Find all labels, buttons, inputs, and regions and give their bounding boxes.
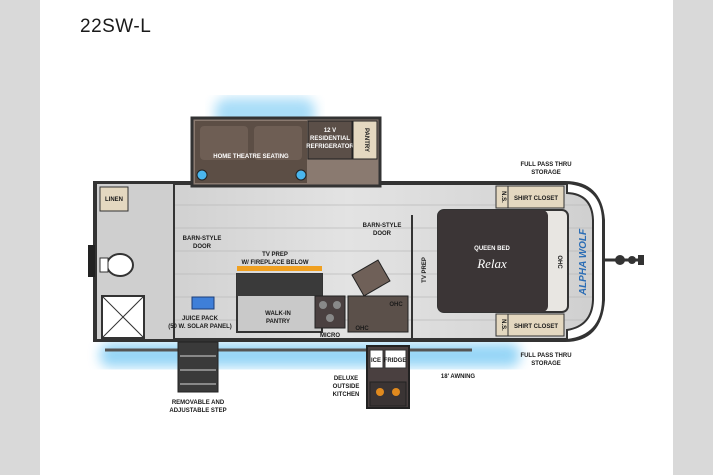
micro-label: MICRO (320, 333, 340, 339)
relax-logo: Relax (476, 256, 507, 271)
outside-burner-icon (392, 388, 400, 396)
barn-door-left-label-2: DOOR (193, 244, 212, 250)
fridge-label: FRIDGE (384, 358, 407, 364)
cupholder-icon (196, 169, 208, 181)
ohc-bed-label: OHC (556, 255, 562, 269)
ice-label: ICE (371, 358, 381, 364)
front-cap (566, 181, 604, 342)
kitchen-counter (347, 295, 409, 333)
recliner-right (254, 126, 302, 160)
burner-icon (326, 314, 334, 322)
ohc-kitchen-bottom: OHC (355, 326, 369, 332)
outside-kitchen-label-1: DELUXE (334, 376, 358, 382)
underglow-light (100, 343, 520, 367)
barn-door-right-label-1: BARN-STYLE (363, 223, 402, 229)
solar-panel-icon (191, 296, 215, 310)
ns-top-box (495, 185, 509, 209)
cupholder-icon (295, 169, 307, 181)
sink-icon (351, 259, 391, 297)
outside-kitchen-label-3: KITCHEN (333, 392, 360, 398)
fridge-box (384, 349, 407, 369)
recliner-left (200, 126, 248, 160)
refrigerator-label-1: 12 V (324, 128, 336, 134)
bed-cover (438, 210, 548, 312)
juice-pack-label-2: (50 W. SOLAR PANEL) (168, 324, 232, 330)
tv-prep-label-2: W/ FIREPLACE BELOW (242, 260, 309, 266)
toilet-icon (106, 253, 134, 277)
step-label-1: REMOVABLE AND (172, 400, 225, 406)
ns-bottom-box (495, 313, 509, 337)
toilet-tank (99, 257, 109, 273)
pantry-label: PANTRY (363, 128, 369, 152)
tv-prep-bedroom-label: TV PREP (422, 257, 428, 283)
ice-box (369, 349, 384, 369)
pass-thru-bottom-label-2: STORAGE (531, 361, 561, 367)
hitch-jack-icon (615, 255, 625, 265)
shirt-closet-top-label: SHIRT CLOSET (514, 196, 558, 202)
tv-fireplace (237, 266, 322, 271)
outside-kitchen-label-2: OUTSIDE (333, 384, 360, 390)
juice-pack-label-1: JUICE PACK (182, 316, 219, 322)
model-title: 22SW-L (80, 16, 152, 37)
brand-logo: ALPHA WOLF (578, 228, 589, 296)
outside-burner-icon (376, 388, 384, 396)
pass-thru-top-label-2: STORAGE (531, 170, 561, 176)
hitch-coupler (638, 255, 644, 265)
rear-bumper (88, 245, 95, 277)
refrigerator-box (307, 120, 353, 160)
linen-label: LINEN (105, 197, 123, 203)
pass-thru-top-label-1: FULL PASS THRU (520, 162, 571, 168)
step-label-2: ADJUSTABLE STEP (169, 408, 226, 414)
ohc-kitchen-right: OHC (389, 302, 403, 308)
walk-in-pantry-label-2: PANTRY (266, 319, 290, 325)
stove-icon (314, 295, 346, 329)
tv-prep-label-1: TV PREP (262, 252, 288, 258)
refrigerator-label-2: RESIDENTIAL (310, 136, 350, 142)
burner-icon (333, 301, 341, 309)
pantry-shelving (237, 274, 322, 296)
shirt-closet-bottom-label: SHIRT CLOSET (514, 324, 558, 330)
floorplan-drawing: HOME THEATRE SEATING 12 V RESIDENTIAL RE… (88, 98, 644, 414)
linen-closet (99, 186, 129, 212)
barn-door-left-label-1: BARN-STYLE (183, 236, 222, 242)
outside-grill (369, 381, 407, 407)
barn-door-right-label-2: DOOR (373, 231, 392, 237)
floorplan-canvas: 22SW-L (40, 0, 673, 475)
hitch-jack-icon (628, 256, 636, 264)
burner-icon (319, 301, 327, 309)
pantry-box (352, 120, 378, 160)
home-theatre-label: HOME THEATRE SEATING (213, 154, 289, 160)
awning-label: 18' AWNING (441, 374, 476, 380)
ns-top-label: N.S. (500, 191, 506, 203)
pass-thru-bottom-label-1: FULL PASS THRU (520, 353, 571, 359)
ns-bottom-label: N.S. (500, 319, 506, 331)
walk-in-pantry-label-1: WALK-IN (265, 311, 291, 317)
queen-bed-label: QUEEN BED (474, 246, 510, 252)
refrigerator-label-3: REFRIGERATOR (306, 144, 354, 150)
